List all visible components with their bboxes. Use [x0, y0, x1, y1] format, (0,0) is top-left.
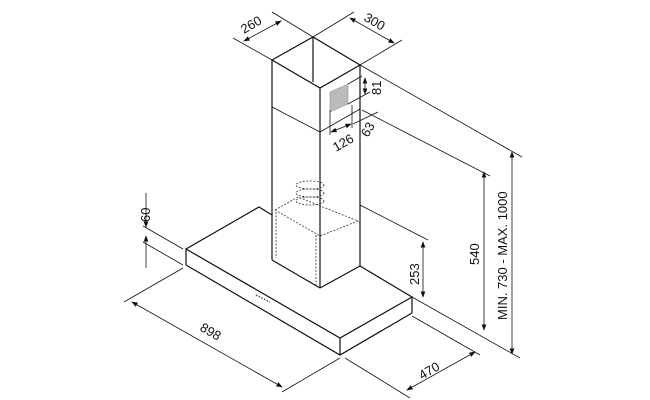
dim-chimney-range: MIN. 730 - MAX. 1000 [495, 191, 510, 320]
dim-hood-depth: 470 [416, 359, 442, 383]
dimension-labels: 260 300 81 63 126 60 898 470 253 540 MIN… [138, 10, 510, 383]
hood-canopy [184, 206, 414, 356]
dim-chimney-depth: 300 [362, 10, 388, 34]
chimney [270, 36, 362, 289]
dim-hood-width: 898 [198, 320, 224, 344]
dimension-lines [123, 11, 523, 399]
motor-hidden-lines [274, 180, 360, 285]
dim-vent-width: 126 [330, 131, 356, 155]
vent-grille [329, 83, 349, 113]
dim-chimney-width: 260 [238, 13, 264, 37]
dim-vent-height: 81 [369, 81, 384, 95]
dim-canopy-height: 253 [407, 263, 422, 285]
dim-hood-thickness: 60 [138, 208, 153, 222]
control-buttons [255, 294, 271, 303]
dim-min-height: 540 [467, 243, 482, 265]
dim-vent-offset: 63 [358, 119, 378, 139]
